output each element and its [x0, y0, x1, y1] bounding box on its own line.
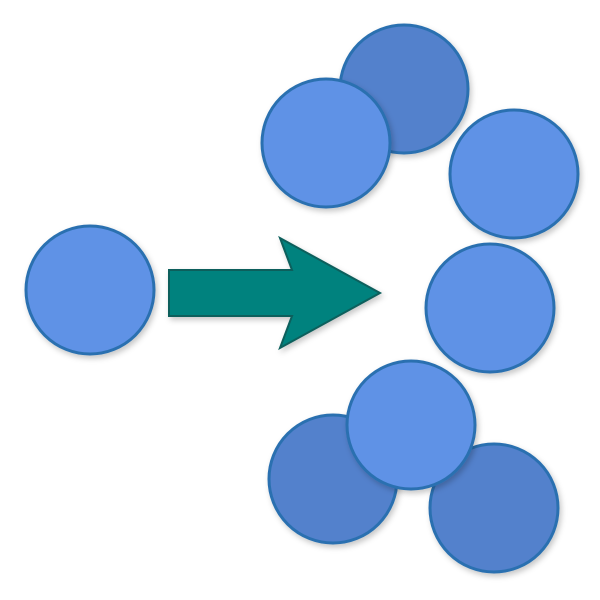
target-circle-bottom-right — [428, 442, 560, 574]
target-cluster — [260, 23, 580, 574]
target-circle-upper-right — [448, 108, 580, 240]
target-circle-bottom-front — [345, 359, 477, 491]
target-circle-top-front — [260, 77, 392, 209]
right-arrow — [168, 235, 383, 351]
source-circle — [24, 224, 156, 356]
target-circle-middle-right — [424, 242, 556, 374]
